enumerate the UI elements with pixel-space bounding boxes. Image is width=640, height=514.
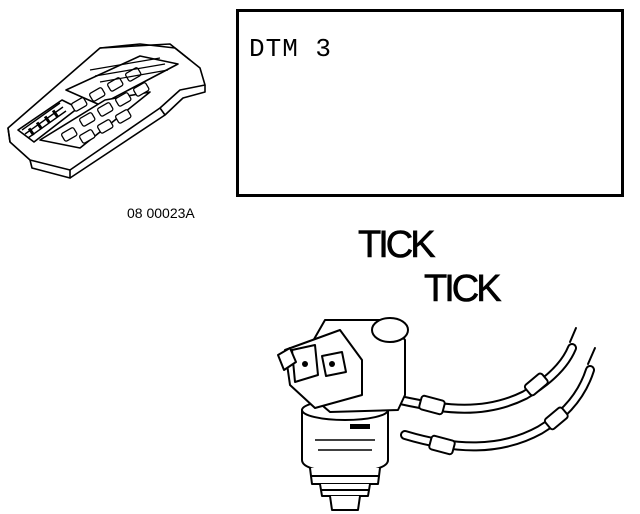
tick-label-2: TICK [424, 268, 502, 311]
tick-label-1: TICK [358, 224, 436, 267]
display-screen: DTM 3 [236, 9, 624, 197]
display-text: DTM 3 [249, 34, 333, 64]
fuel-injector-icon [277, 317, 596, 511]
scan-tool-icon [7, 43, 206, 179]
figure-code: 08 00023A [127, 205, 195, 221]
